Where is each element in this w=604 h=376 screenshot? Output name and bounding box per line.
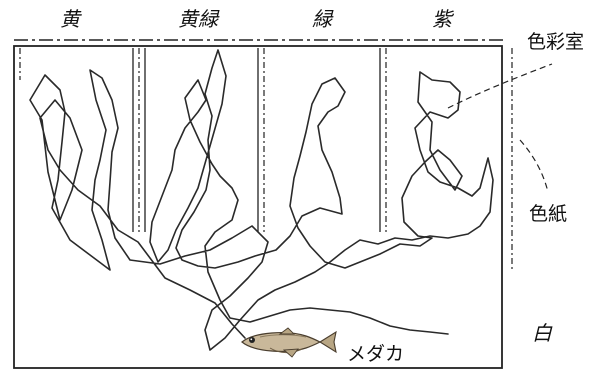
side-label-chamber: 色彩室: [527, 31, 584, 53]
paper-leader-line: [519, 139, 549, 193]
side-label-paper: 色紙: [529, 203, 567, 225]
column-label-purple: 紫: [432, 7, 455, 31]
column-labels: 黄 黄緑 緑 紫: [60, 7, 455, 31]
swim-trajectory: [29, 49, 494, 351]
medaka-fish-icon: [241, 327, 337, 358]
compartment-dividers: [19, 48, 387, 232]
fish-label: メダカ: [347, 343, 404, 365]
column-label-yellow: 黄: [60, 7, 82, 31]
tank-outline: [13, 45, 503, 369]
side-label-white: 白: [532, 321, 553, 345]
chamber-leader-line: [447, 63, 553, 109]
column-label-yellow-green: 黄緑: [178, 7, 220, 31]
column-label-green: 緑: [312, 7, 334, 31]
